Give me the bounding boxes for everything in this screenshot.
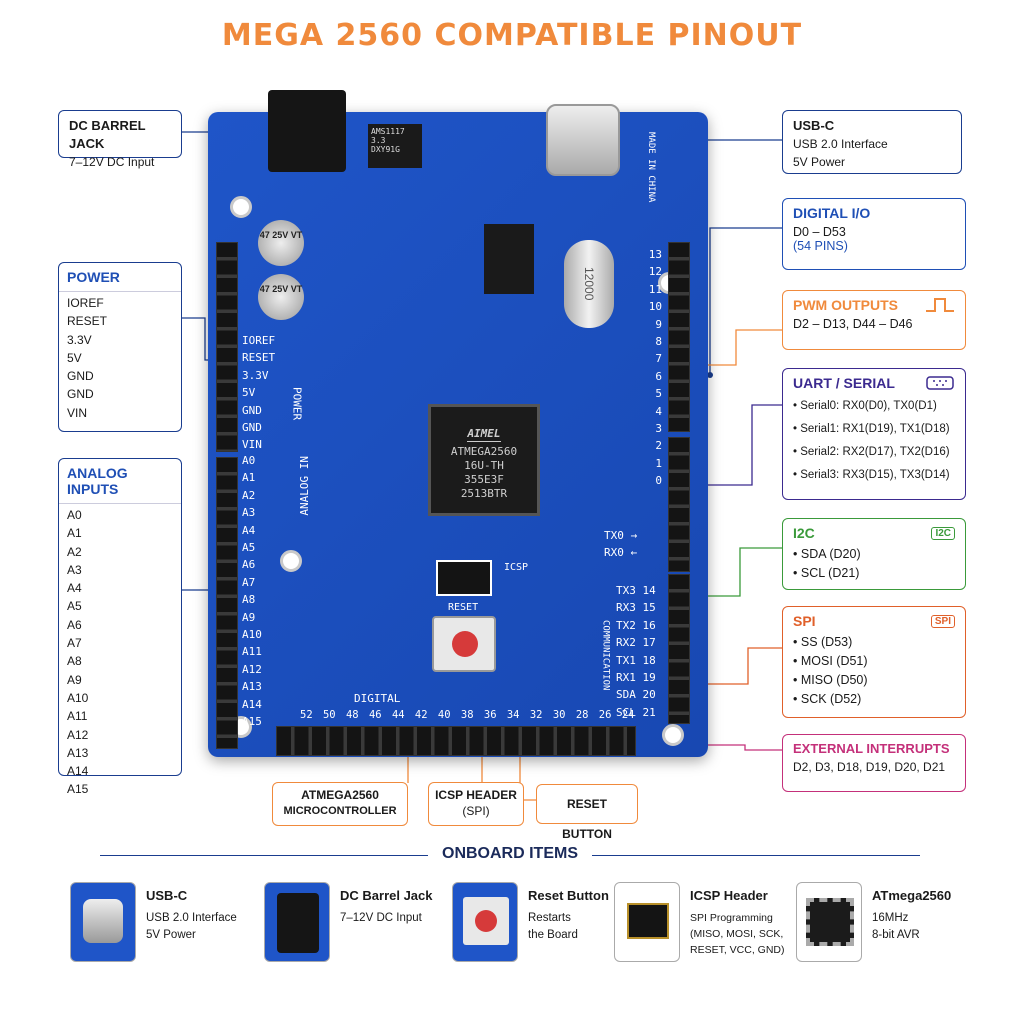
capacitor: 47 25V VT [258,220,304,266]
mcu-callout: ATMEGA2560 MICROCONTROLLER [272,782,408,826]
digital-header-top [668,242,690,432]
icsp-header [436,560,492,596]
chip-icon [796,882,862,962]
usb-serial-chip [484,224,534,294]
external-interrupts-box: EXTERNAL INTERRUPTS D2, D3, D18, D19, D2… [782,734,966,792]
uart-serial-box: UART / SERIAL Serial0: RX0(D0), TX0(D1) … [782,368,966,500]
digital-bottom-numbers: 52 50 48 46 44 42 40 38 36 34 32 30 28 2… [300,709,635,721]
arduino-mega-board: AMS1117 3.3 DXY91G 47 25V VT 47 25V VT 1… [208,90,708,757]
usbc-callout: USB-C USB 2.0 Interface 5V Power [782,110,962,174]
onboard-items-heading: ONBOARD ITEMS [100,845,920,863]
dc-jack-callout: DC BARREL JACK 7–12V DC Input [58,110,182,169]
dc-jack-icon [264,882,330,962]
tx0-label: TX0 → [604,529,638,542]
capacitor: 47 25V VT [258,274,304,320]
made-in-label: MADE IN CHINA [646,132,656,203]
power-header [216,242,238,452]
voltage-regulator: AMS1117 3.3 DXY91G [368,124,422,168]
serial-port-icon [926,376,954,390]
icsp-callout: ICSP HEADER (SPI) [428,782,524,826]
communication-pin-labels: TX3 14 RX3 15 TX2 16 RX2 17 TX1 18 RX1 1… [616,584,656,719]
pwm-outputs-box: PWM OUTPUTS D2 – D13, D44 – D46 [782,290,966,350]
reset-button-icon [452,882,518,962]
communication-header [668,574,690,724]
digital-io-box: DIGITAL I/O D0 – D53 (54 PINS) [782,198,966,270]
reset-callout: RESET BUTTON [536,784,638,841]
digital-header-mid [668,437,690,572]
mounting-hole [230,196,252,218]
icsp-header-icon [614,882,680,962]
square-wave-icon [926,298,954,312]
usb-c-icon [70,882,136,962]
usb-c-port [546,104,620,176]
analog-header [216,457,238,749]
mounting-hole [662,724,684,746]
reset-label: RESET [448,602,479,613]
icsp-label: ICSP [504,562,529,573]
communication-vertical-label: COMMUNICATION [600,620,611,691]
dc-barrel-jack [268,90,346,172]
page-title: MEGA 2560 COMPATIBLE PINOUT [221,18,803,53]
spi-tag-icon: SPI [930,614,955,628]
power-vertical-label: POWER [290,387,304,421]
mounting-hole [280,550,302,572]
analog-vertical-label: ANALOG IN [298,456,311,516]
rx0-label: RX0 ← [604,546,638,559]
i2c-tag-icon: I2C [931,526,955,540]
crystal-oscillator: 12000 [564,240,614,328]
digital-label: DIGITAL [354,692,401,705]
reset-button[interactable] [432,616,496,672]
digital-header-bottom [276,726,636,756]
